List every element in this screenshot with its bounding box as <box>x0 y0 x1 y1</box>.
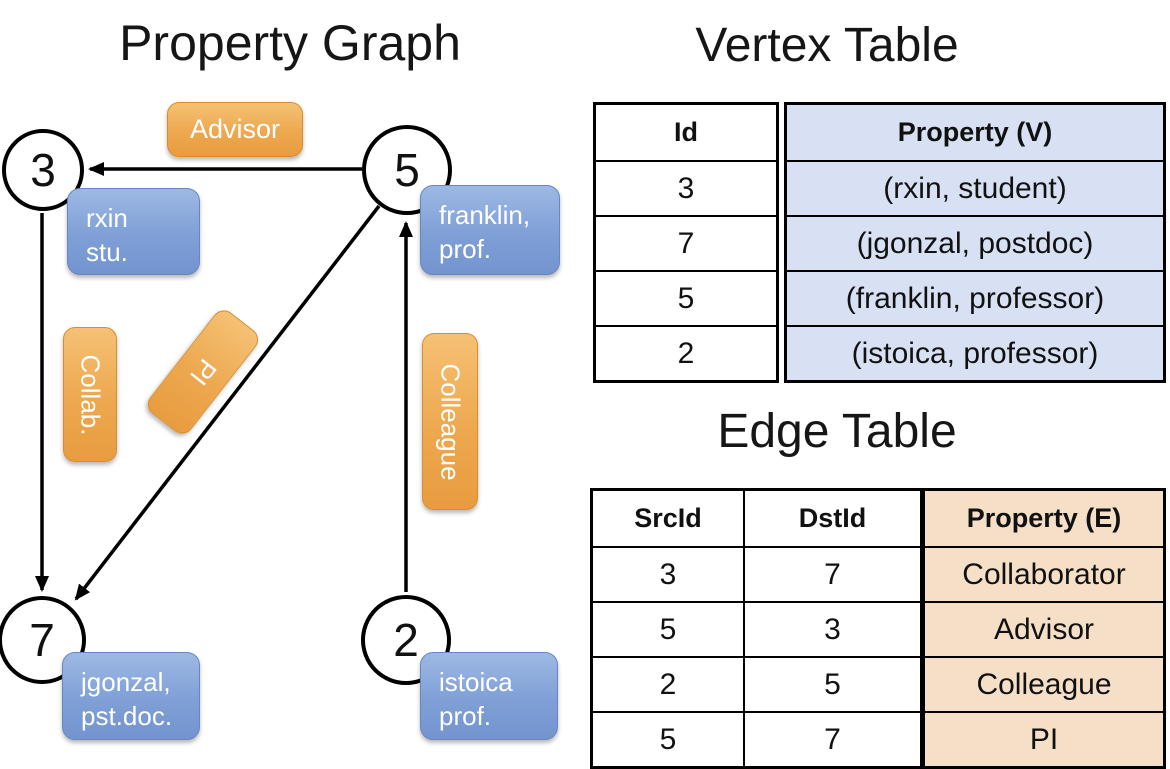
edge-table-id-columns: SrcId DstId 3 7 5 3 2 5 5 7 <box>590 488 923 769</box>
edge-label-pi-text: PI <box>184 353 223 392</box>
edge-label-collab-text: Collab. <box>75 354 106 435</box>
vertex-property-7-line1: jgonzal, <box>81 667 171 697</box>
vertex-property-3-line1: rxin <box>86 203 128 233</box>
edge-dst-cell: 5 <box>743 656 923 713</box>
vertex-table-id-header: Id <box>593 102 779 162</box>
vertex-id-cell: 2 <box>593 325 779 383</box>
vertex-property-2-line1: istoica <box>439 667 513 697</box>
edge-dst-cell: 7 <box>743 546 923 603</box>
edge-property-cell: Advisor <box>922 601 1166 658</box>
edge-table-srcid-header: SrcId <box>590 488 745 548</box>
edge-table-title: Edge Table <box>717 405 957 458</box>
edge-property-cell: Colleague <box>922 656 1166 713</box>
node-2-id: 2 <box>393 614 419 666</box>
node-5-id: 5 <box>394 144 420 196</box>
edge-dst-cell: 7 <box>743 711 923 769</box>
vertex-id-cell: 3 <box>593 160 779 217</box>
edge-dst-cell: 3 <box>743 601 923 658</box>
vertex-table-property-header: Property (V) <box>784 102 1166 162</box>
edge-property-cell: Collaborator <box>922 546 1166 603</box>
edge-src-cell: 2 <box>590 656 745 713</box>
vertex-property-cell: (rxin, student) <box>784 160 1166 217</box>
vertex-id-cell: 5 <box>593 270 779 327</box>
vertex-table-id-column: Id 3 7 5 2 <box>593 102 779 383</box>
edge-src-cell: 5 <box>590 711 745 769</box>
vertex-property-cell: (franklin, professor) <box>784 270 1166 327</box>
vertex-property-5-line2: prof. <box>439 234 492 265</box>
vertex-property-box-7: jgonzal, pst.doc. <box>62 652 200 740</box>
vertex-table-title: Vertex Table <box>695 19 959 72</box>
edge-property-cell: PI <box>922 711 1166 769</box>
vertex-table-property-column: Property (V) (rxin, student) (jgonzal, p… <box>784 102 1166 383</box>
edge-table-dstid-header: DstId <box>743 488 923 548</box>
edge-label-collab: Collab. <box>63 327 117 462</box>
vertex-property-box-5: franklin, prof. <box>420 185 560 275</box>
edge-src-cell: 3 <box>590 546 745 603</box>
node-7-id: 7 <box>29 614 55 666</box>
edge-label-advisor: Advisor <box>167 102 303 157</box>
vertex-property-7-line2: pst.doc. <box>81 701 173 732</box>
vertex-property-cell: (istoica, professor) <box>784 325 1166 383</box>
vertex-property-cell: (jgonzal, postdoc) <box>784 215 1166 272</box>
edge-table-property-column: Property (E) Collaborator Advisor Collea… <box>922 488 1166 769</box>
graph-node-2: 2 <box>361 595 451 685</box>
property-graph-panel: Property Graph 3 5 7 2 Advisor Collab. P… <box>0 0 580 760</box>
property-graph-title: Property Graph <box>119 15 461 71</box>
vertex-property-2-line2: prof. <box>439 701 492 732</box>
vertex-property-3-line2: stu. <box>86 237 128 268</box>
vertex-property-5-line1: franklin, <box>439 200 531 230</box>
edge-label-colleague-text: Colleague <box>435 362 466 481</box>
graph-edges-svg <box>35 162 413 601</box>
edge-label-colleague: Colleague <box>422 333 478 510</box>
edge-label-advisor-text: Advisor <box>189 114 281 144</box>
edge-line-pi-5-7 <box>74 204 381 601</box>
edge-table-property-header: Property (E) <box>922 488 1166 548</box>
vertex-id-cell: 7 <box>593 215 779 272</box>
edge-src-cell: 5 <box>590 601 745 658</box>
node-3-id: 3 <box>30 144 56 196</box>
vertex-property-box-3: rxin stu. <box>67 188 200 275</box>
vertex-property-box-2: istoica prof. <box>420 652 558 740</box>
